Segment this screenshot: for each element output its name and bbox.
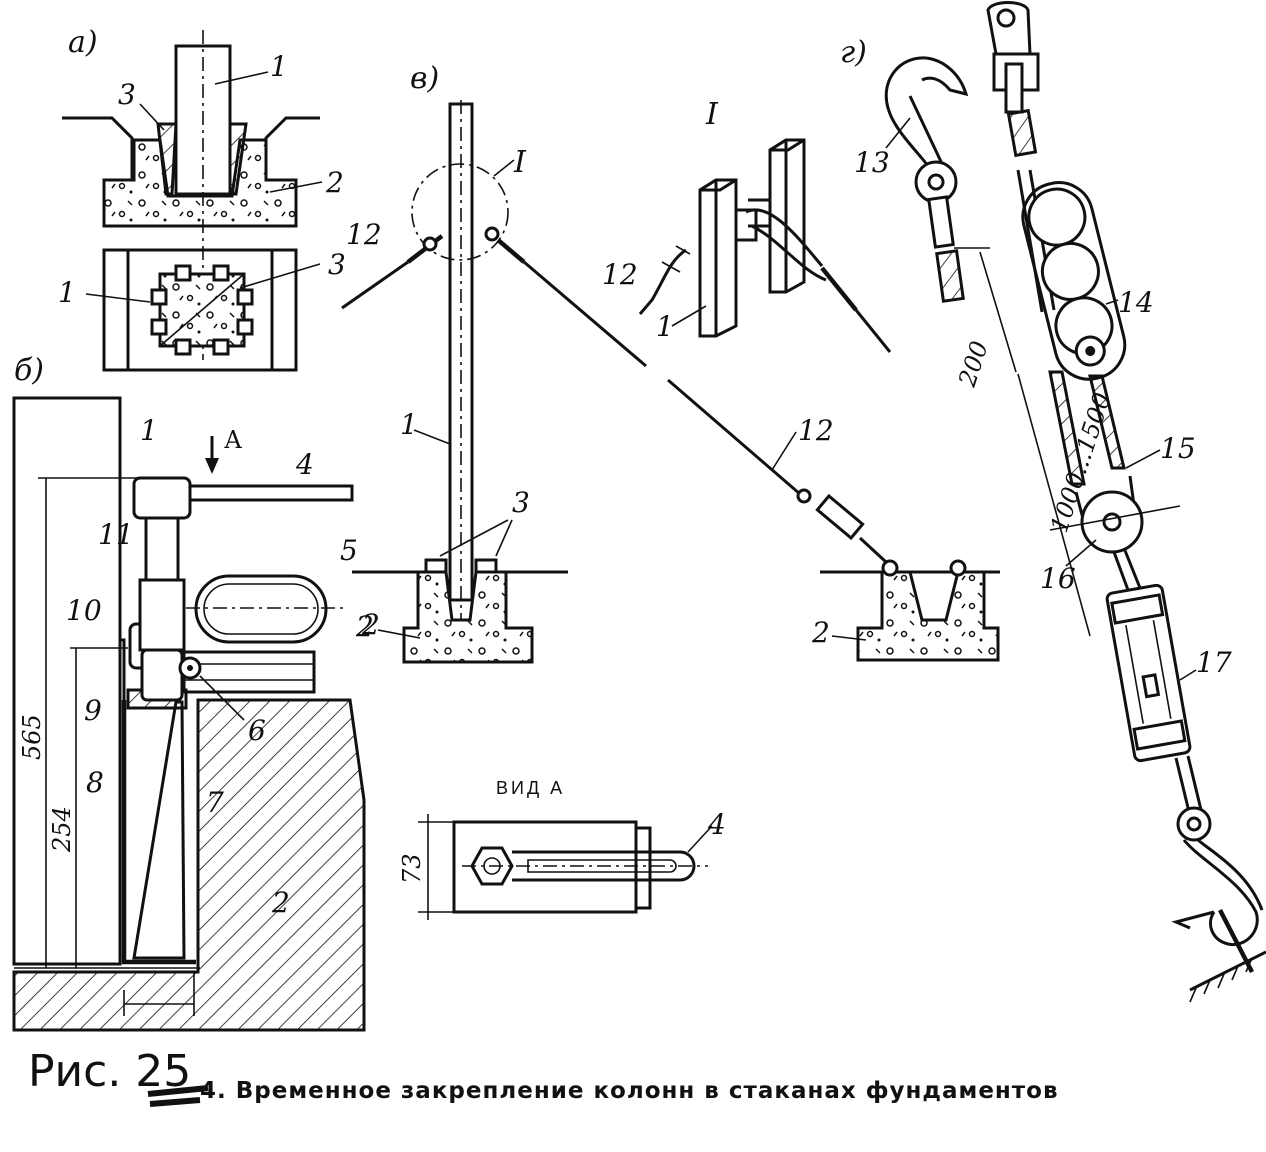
label-17: 17 [1196,646,1232,679]
label-7: 7 [206,786,224,819]
label-2-b: 2 [271,886,290,919]
ring-5 [194,574,328,644]
detail-I-label: I [513,145,527,180]
label-1-a: 1 [270,50,288,83]
label-6: 6 [248,714,266,747]
dim-200: 200 [953,338,994,391]
dim-73: 73 [398,853,426,884]
jack-base [140,648,184,702]
wedge-v-left [424,558,448,574]
view-a-label: ВИД А [496,778,565,798]
label-2-v-left: 2 [361,608,380,641]
label-3-a: 3 [118,78,136,111]
detail-wire [854,309,892,353]
anchor-loop-1 [881,559,899,577]
detail-circle-I [411,163,509,261]
panel-g: г) 13 200 1000...1500 [840,1,1266,1003]
wire-right-b [667,378,801,496]
foundation-b [12,698,366,1032]
turnbuckle-right [815,493,865,541]
detail-rope-loop [745,208,824,267]
wire-right-a [523,260,647,368]
label-2-b-top: 2 [355,610,374,643]
nut-body [138,578,186,652]
label-16: 16 [1040,562,1076,595]
wire-left [341,260,409,310]
label-2-v-right: 2 [811,616,830,649]
label-4-view: 4 [707,808,726,841]
anchor-loop-2 [949,559,967,577]
label-3-plan: 3 [328,248,346,281]
pulley-block-14 [1021,181,1127,381]
detail-I-title: I [705,97,719,132]
label-12-detail: 12 [602,258,638,291]
label-14: 14 [1118,286,1154,319]
label-4-b: 4 [295,448,314,481]
label-1-b: 1 [140,414,158,447]
panel-a: а) 1 3 2 [58,25,346,372]
panel-v: в) 1 I 12 12 3 2 [341,61,1000,664]
column-b [12,396,122,966]
plan-wedges [150,264,254,356]
ground-left [62,116,134,180]
panel-b: б) 1 2 7 8 9 10 4 11 А 5 [12,353,374,1032]
label-1-detail: 1 [656,310,674,343]
label-2-a: 2 [325,166,344,199]
dim-565: 565 [18,714,46,760]
caption-area: Рис. 25 4. Временное закрепление колонн … [28,1046,1059,1107]
detail-column-a [698,178,738,338]
label-3-v: 3 [512,486,530,519]
ground-right [264,116,320,180]
hinge-plate [182,650,316,694]
label-10: 10 [66,594,102,627]
hook-13 [884,56,930,167]
label-12-v-right: 12 [798,414,834,447]
panel-a-label: а) [68,25,98,60]
label-12-v-left: 12 [346,218,382,251]
label-1-v: 1 [400,408,418,441]
detail-wire-left [638,248,687,315]
figure-caption: 4. Временное закрепление колонн в стакан… [200,1078,1059,1104]
foundation-v-left [402,570,534,664]
panel-g-label: г) [840,35,867,70]
plan-view [102,248,298,372]
detail-I: I 12 1 [602,97,892,353]
label-9: 9 [84,694,102,727]
label-1-plan: 1 [58,276,76,309]
jack-head [132,476,192,520]
wedge-v-right [474,558,498,574]
rope-15-left [1048,370,1086,486]
view-a-lever [512,850,696,882]
turnbuckle-17 [1105,583,1192,763]
arrow-a-label: А [224,426,242,454]
label-13: 13 [854,146,890,179]
dim-254: 254 [48,806,76,853]
view-a: ВИД А 73 4 [398,778,726,920]
lower-hook [1182,839,1259,947]
panel-b-label: б) [14,353,44,388]
rope-15-right [1088,374,1126,470]
anchor-ground [1189,950,1266,992]
label-5: 5 [340,534,358,567]
panel-v-label: в) [410,61,439,96]
top-shackle [986,1,1032,56]
lever-4 [190,484,354,502]
wedge-7 [132,700,186,960]
label-8: 8 [86,766,104,799]
wedge-left [156,122,178,196]
handwritten-figure-number: Рис. 25 [28,1046,191,1097]
label-15: 15 [1160,432,1196,465]
label-11: 11 [98,518,134,551]
plate-8 [121,700,196,965]
screw-11 [144,516,180,582]
foundation-v-right [856,570,1000,662]
